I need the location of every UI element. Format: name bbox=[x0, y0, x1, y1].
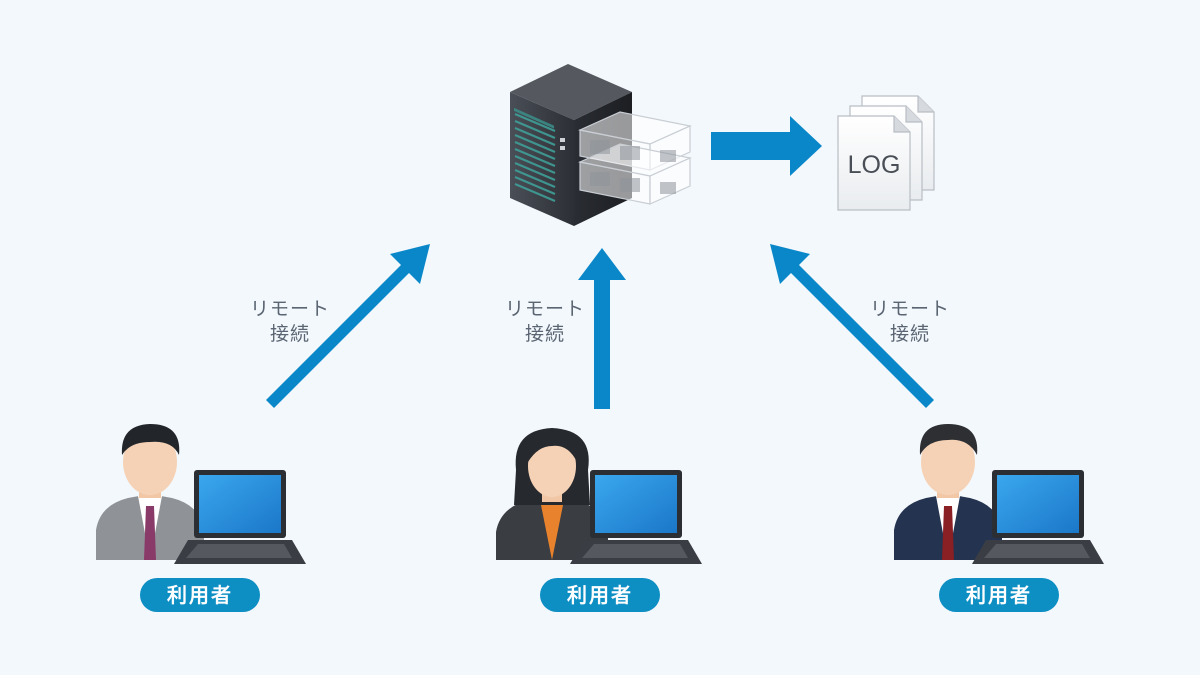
user-female-icon bbox=[496, 428, 608, 560]
arrow-right-user-to-server bbox=[770, 244, 934, 408]
arrow-server-to-log bbox=[711, 116, 822, 176]
connection-label-line1: リモート bbox=[504, 298, 585, 320]
connection-label-center: リモート 接続 bbox=[485, 297, 605, 347]
log-label: LOG bbox=[848, 151, 901, 179]
laptop-icon bbox=[570, 470, 702, 564]
arrow-center-user-to-server bbox=[578, 248, 626, 409]
user-male-grey-suit-icon bbox=[96, 424, 204, 560]
user-left bbox=[96, 424, 306, 564]
user-right bbox=[894, 424, 1104, 564]
connection-label-line2: 接続 bbox=[524, 323, 565, 345]
user-badge-center: 利用者 bbox=[540, 578, 660, 612]
connection-label-line1: リモート bbox=[249, 298, 330, 320]
connection-label-right: リモート 接続 bbox=[850, 297, 970, 347]
connection-label-left: リモート 接続 bbox=[230, 297, 350, 347]
user-badge-right: 利用者 bbox=[939, 578, 1059, 612]
server-icon bbox=[510, 64, 692, 226]
connection-label-line2: 接続 bbox=[269, 323, 310, 345]
user-center bbox=[496, 428, 702, 564]
connection-label-line1: リモート bbox=[869, 298, 950, 320]
user-badge-left: 利用者 bbox=[140, 578, 260, 612]
laptop-icon bbox=[972, 470, 1104, 564]
user-male-navy-suit-icon bbox=[894, 424, 1002, 560]
arrow-left-user-to-server bbox=[266, 244, 430, 408]
connection-label-line2: 接続 bbox=[889, 323, 930, 345]
log-files-icon: LOG bbox=[837, 95, 935, 211]
laptop-icon bbox=[174, 470, 306, 564]
